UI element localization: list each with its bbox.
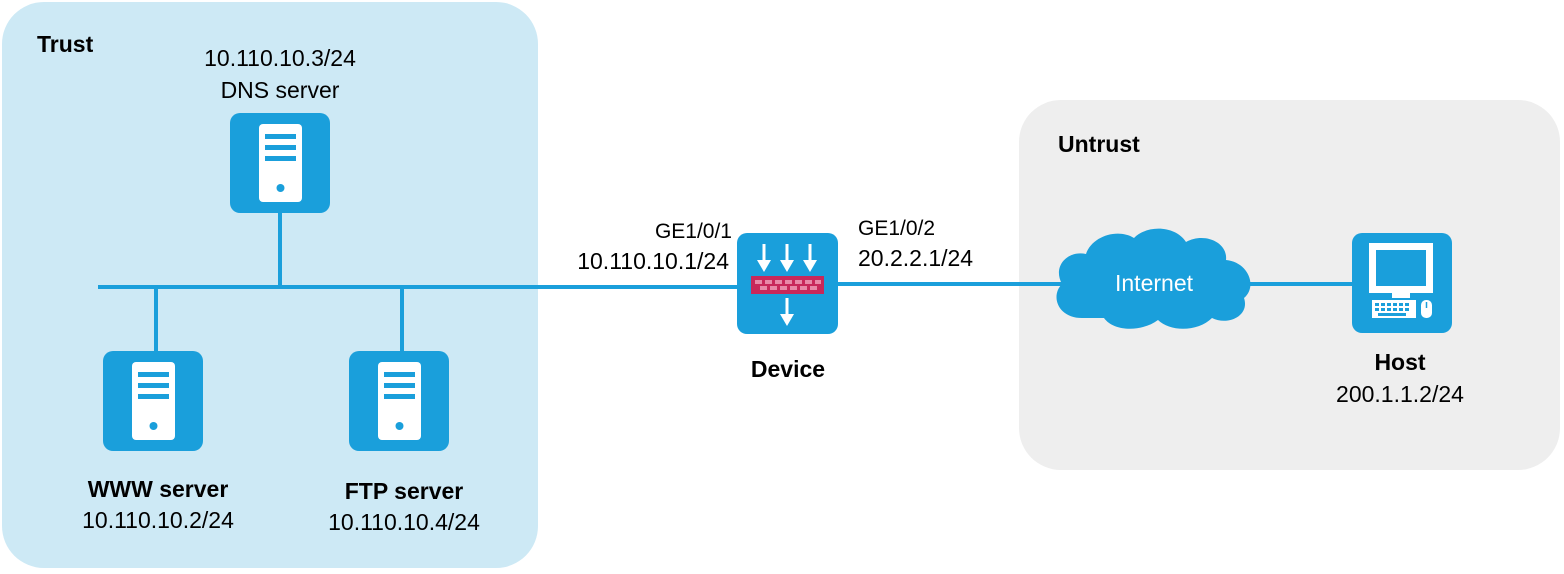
host-node: Host 200.1.1.2/24 [1336,233,1464,407]
server-icon [230,113,330,213]
internet-node: Internet [1056,228,1251,329]
trust-zone-label: Trust [37,31,94,57]
untrust-zone-label: Untrust [1058,131,1140,157]
ftp-server-node: FTP server 10.110.10.4/24 [328,351,480,535]
server-icon [103,351,203,451]
dns-server-name: DNS server [221,77,340,103]
ge2-interface-ip: 20.2.2.1/24 [858,245,973,271]
ftp-server-ip: 10.110.10.4/24 [328,509,480,535]
host-name: Host [1374,349,1425,375]
device-name: Device [751,356,825,382]
internet-label: Internet [1115,270,1194,296]
firewall-icon [737,233,838,334]
dns-server-node: 10.110.10.3/24 DNS server [204,45,356,213]
ge1-interface-name: GE1/0/1 [655,220,732,243]
dns-server-ip: 10.110.10.3/24 [204,45,356,71]
www-server-ip: 10.110.10.2/24 [82,507,234,533]
ge1-interface-ip: 10.110.10.1/24 [577,248,729,274]
computer-icon [1352,233,1452,333]
host-ip: 200.1.1.2/24 [1336,381,1464,407]
ge2-interface-name: GE1/0/2 [858,217,935,240]
ftp-server-name: FTP server [345,478,464,504]
server-icon [349,351,449,451]
links [98,213,1352,351]
www-server-node: WWW server 10.110.10.2/24 [82,351,234,533]
device-node: Device [737,233,838,382]
www-server-name: WWW server [88,476,229,502]
cloud-icon [1056,228,1251,329]
